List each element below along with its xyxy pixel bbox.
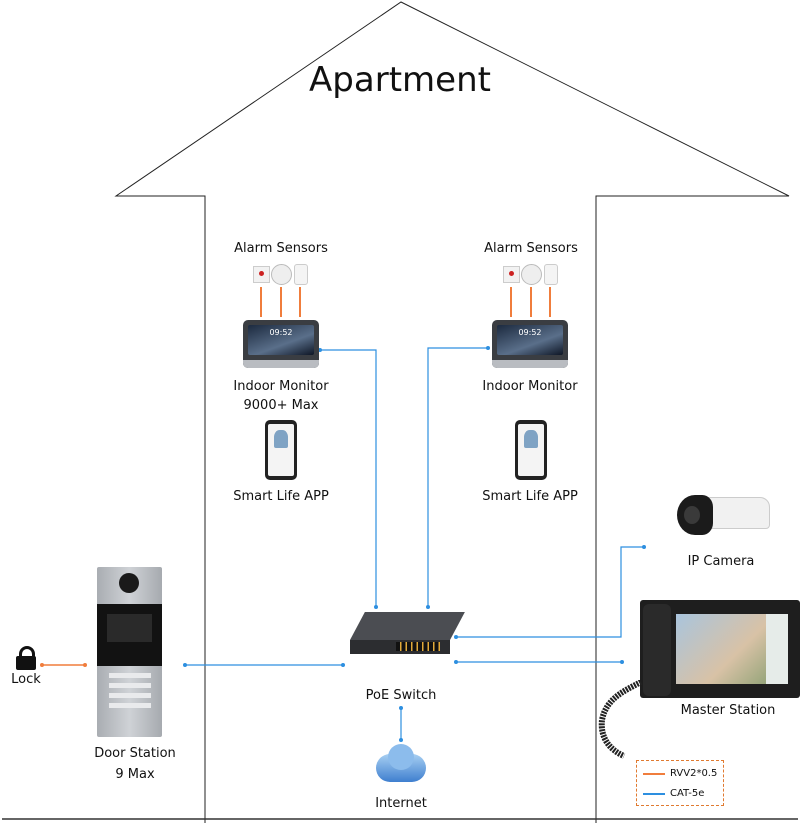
lock-icon xyxy=(15,646,37,670)
indoor-monitor-left-label: Indoor Monitor xyxy=(233,379,329,394)
smoke-detector-icon xyxy=(271,264,292,285)
camera-lens-icon xyxy=(119,573,139,593)
legend-label-rvv: RVV2*0.5 xyxy=(670,768,718,779)
motion-sensor-icon xyxy=(294,264,308,285)
door-station-display xyxy=(97,604,162,666)
ip-camera-icon xyxy=(672,493,770,543)
apartment-title: Apartment xyxy=(309,60,491,100)
legend-swatch-cat5e xyxy=(643,792,665,795)
link-monitor-right xyxy=(427,347,488,607)
monitor-screen: 09:52 xyxy=(248,325,314,355)
master-station-screen xyxy=(676,614,788,684)
legend-item-cat5e: CAT-5e xyxy=(643,788,704,799)
indoor-monitor-left-model: 9000+ Max xyxy=(243,398,319,413)
indoor-monitor-left: 09:52 xyxy=(243,320,319,368)
motion-sensor-icon xyxy=(544,264,558,285)
house-outline xyxy=(114,1,790,823)
smartphone-right-icon xyxy=(515,420,547,480)
legend-label-cat5e: CAT-5e xyxy=(670,788,705,799)
master-station-label: Master Station xyxy=(680,703,776,718)
door-station-model: 9 Max xyxy=(115,767,155,782)
poe-switch-label: PoE Switch xyxy=(365,688,437,703)
smoke-detector-icon xyxy=(521,264,542,285)
door-station-icon xyxy=(97,567,162,737)
door-station-label: Door Station xyxy=(94,746,176,761)
legend-item-rvv: RVV2*0.5 xyxy=(643,768,717,779)
indoor-monitor-right: 09:52 xyxy=(492,320,568,368)
coiled-cord-icon xyxy=(598,680,643,759)
indoor-monitor-right-label: Indoor Monitor xyxy=(482,379,578,394)
sensor-links-right xyxy=(510,287,551,317)
alarm-sensors-left-label: Alarm Sensors xyxy=(234,241,328,256)
smartphone-left-icon xyxy=(265,420,297,480)
legend: RVV2*0.5 CAT-5e xyxy=(636,760,724,806)
panic-button-icon xyxy=(503,266,520,283)
smart-life-app-right-label: Smart Life APP xyxy=(482,489,578,504)
lock-label: Lock xyxy=(11,672,41,687)
smart-life-app-left-label: Smart Life APP xyxy=(233,489,329,504)
alarm-sensors-right-label: Alarm Sensors xyxy=(484,241,578,256)
legend-swatch-rvv xyxy=(643,772,665,775)
keypad xyxy=(109,671,151,711)
monitor-screen: 09:52 xyxy=(497,325,563,355)
internet-label: Internet xyxy=(375,796,427,811)
panic-button-icon xyxy=(253,266,270,283)
link-ip-camera xyxy=(456,546,644,638)
master-station-icon xyxy=(640,600,800,698)
link-monitor-left xyxy=(320,349,377,607)
ip-camera-label: IP Camera xyxy=(687,554,755,569)
switch-ports xyxy=(396,642,440,651)
poe-switch-icon xyxy=(350,612,465,667)
sensor-links-left xyxy=(260,287,301,317)
internet-cloud-icon xyxy=(370,742,432,790)
handset-icon xyxy=(643,604,671,696)
